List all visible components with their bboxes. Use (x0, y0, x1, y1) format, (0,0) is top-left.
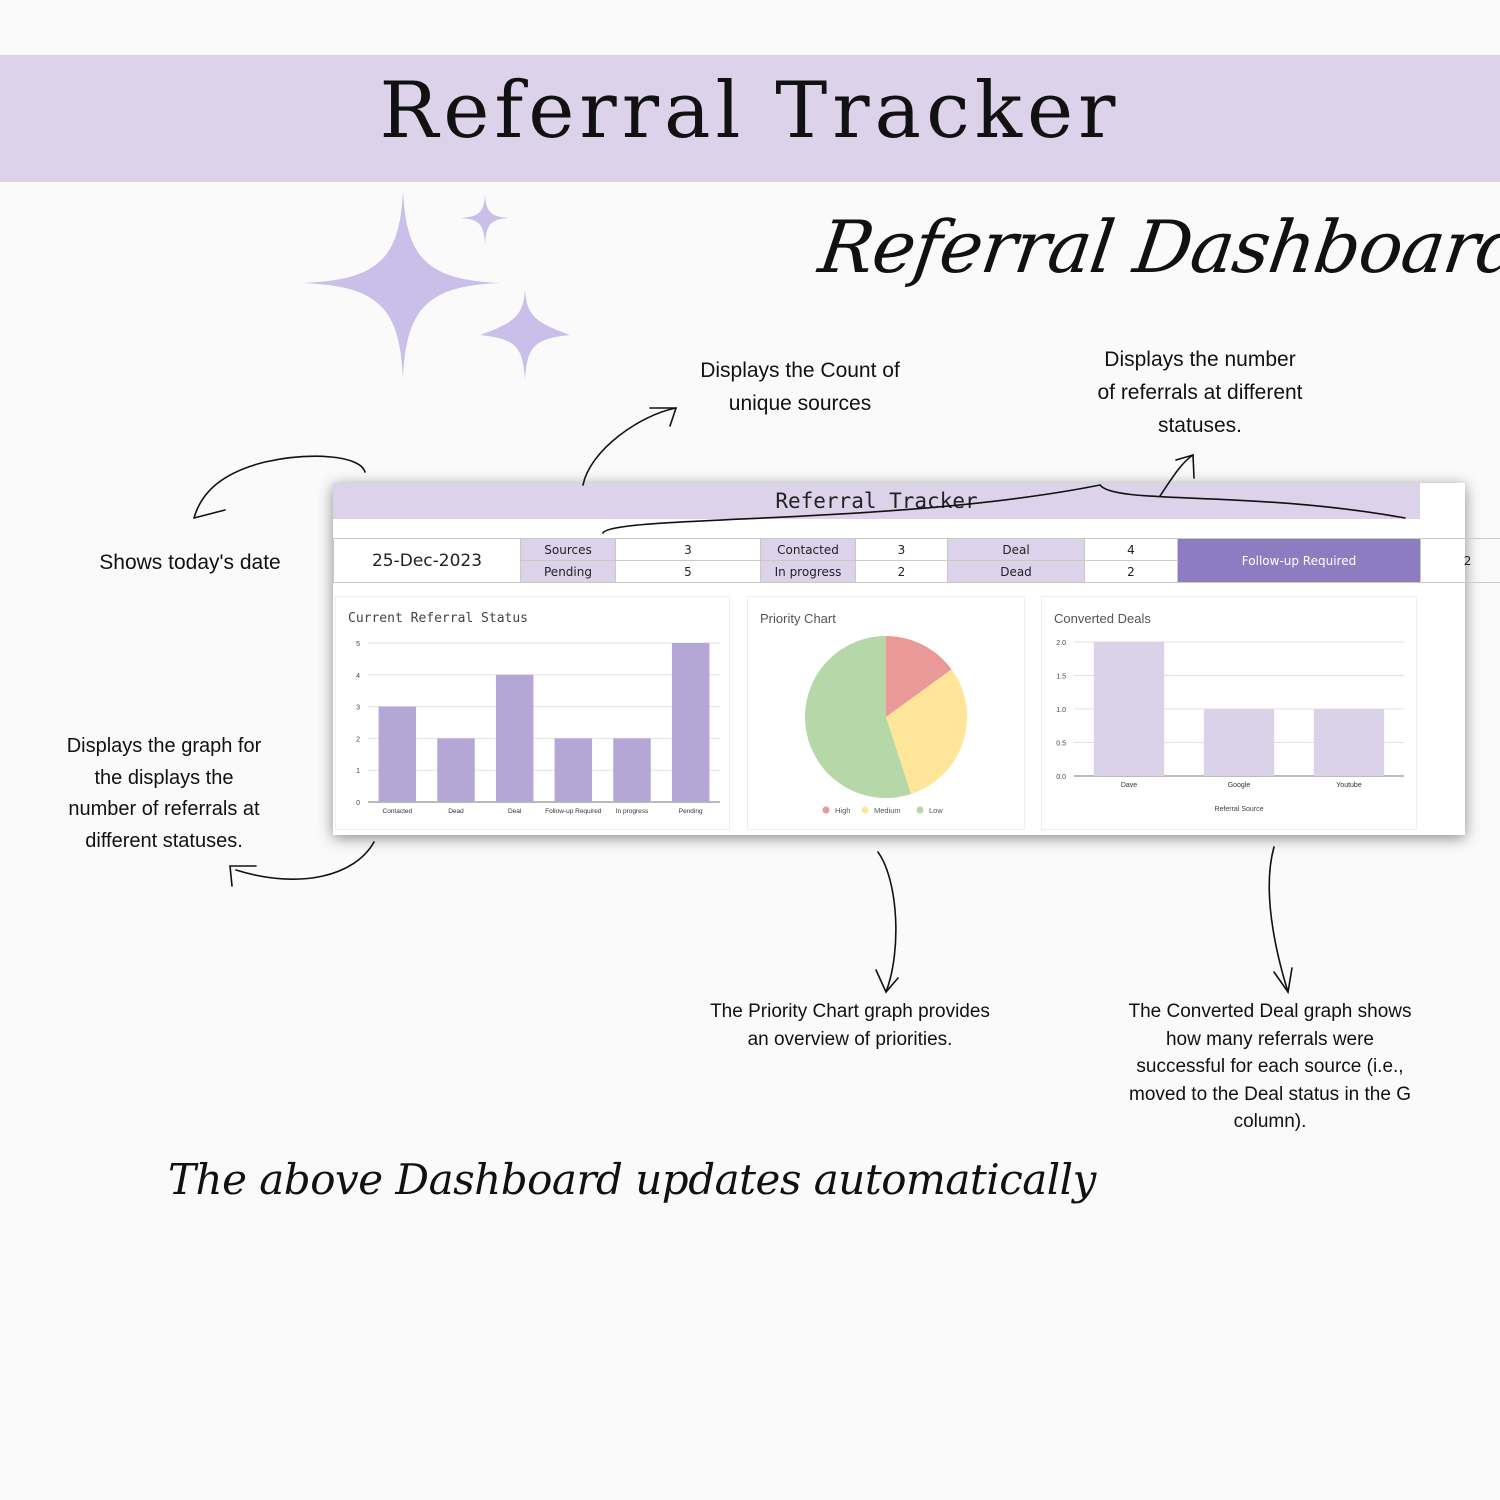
bar-dave (1093, 642, 1165, 776)
note-date: Shows today's date (99, 551, 281, 574)
contacted-value: 3 (855, 538, 948, 561)
bar-dead (437, 738, 475, 802)
arrow-to-statuses-head (1175, 453, 1195, 479)
sparkle-icon (303, 190, 570, 381)
y-tick-label: 2.0 (1056, 640, 1066, 647)
legend-label: Low (929, 806, 943, 815)
contacted-label: Contacted (760, 538, 856, 561)
page-title: Referral Tracker (379, 66, 1121, 156)
pending-label: Pending (520, 560, 616, 583)
dead-label: Dead (947, 560, 1085, 583)
auto-update-note: The above Dashboard updates automaticall… (168, 1155, 1096, 1204)
x-tick-label: Deal (508, 808, 522, 815)
x-tick-label: Dave (1121, 782, 1137, 789)
x-tick-label: Dead (448, 808, 464, 815)
arrow-to-converted-head (1273, 967, 1293, 995)
title-banner: Referral Tracker (0, 55, 1500, 182)
bar-pending (671, 643, 710, 802)
arrow-to-date-head (193, 509, 226, 519)
priority-chart-panel: Priority Chart High Medium Low (747, 596, 1025, 830)
y-tick-label: 1.0 (1056, 707, 1066, 714)
bar-youtube (1313, 709, 1385, 776)
converted-chart-title: Converted Deals (1054, 611, 1151, 626)
deal-value: 4 (1084, 538, 1178, 561)
y-tick-label: 0.5 (1056, 741, 1066, 748)
y-tick-label: 2 (356, 736, 360, 743)
legend-swatch (822, 806, 830, 814)
pending-value: 5 (615, 560, 761, 583)
dead-value: 2 (1084, 560, 1178, 583)
arrow-to-priority (877, 851, 897, 993)
legend-swatch (861, 806, 869, 814)
x-tick-label: Follow-up Required (545, 808, 602, 815)
dashboard-script-title: Referral Dashboard (814, 205, 1500, 289)
in-progress-label: In progress (760, 560, 856, 583)
legend-swatch (916, 806, 924, 814)
y-tick-label: 1.5 (1056, 674, 1066, 681)
y-tick-label: 0.0 (1056, 774, 1066, 781)
pie-slice-high (886, 636, 952, 717)
legend-label: High (835, 806, 850, 815)
bar-in-progress (613, 738, 651, 802)
x-axis-label: Referral Source (1214, 806, 1263, 813)
y-tick-label: 1 (356, 768, 360, 775)
legend-label: Medium (874, 806, 901, 815)
y-tick-label: 0 (356, 800, 360, 807)
in-progress-value: 2 (855, 560, 948, 583)
arrow-to-graph-head (229, 865, 257, 887)
y-tick-label: 4 (356, 673, 360, 680)
status-chart-title: Current Referral Status (348, 611, 529, 626)
arrow-to-priority-head (875, 969, 899, 994)
x-tick-label: Pending (679, 808, 703, 815)
bar-deal (495, 674, 534, 802)
x-tick-label: Youtube (1336, 782, 1362, 789)
y-tick-label: 3 (356, 705, 360, 712)
pie-slice-medium (886, 669, 967, 795)
dashboard-header: Referral Tracker (333, 483, 1420, 519)
dashboard-screenshot: Referral Tracker 25-Dec-2023 Sources 3 C… (333, 483, 1500, 835)
priority-pie-chart: High Medium Low (805, 636, 967, 815)
followup-value: 2 (1420, 538, 1500, 583)
deal-label: Deal (947, 538, 1085, 561)
bar-contacted (378, 706, 417, 802)
x-tick-label: Google (1228, 782, 1251, 789)
y-tick-label: 5 (356, 641, 360, 648)
sources-label: Sources (520, 538, 616, 561)
sources-value: 3 (615, 538, 761, 561)
pie-slice-low (805, 636, 912, 798)
followup-label: Follow-up Required (1176, 538, 1422, 583)
date-cell: 25-Dec-2023 (333, 538, 521, 583)
bar-follow-up-required (554, 738, 593, 802)
x-tick-label: Contacted (383, 808, 413, 815)
priority-chart-title: Priority Chart (760, 611, 836, 626)
arrow-to-converted (1268, 846, 1289, 993)
stats-table: 25-Dec-2023 Sources 3 Contacted 3 Deal 4… (333, 538, 1500, 583)
dashboard-title: Referral Tracker (775, 489, 978, 513)
bar-google (1203, 709, 1275, 776)
x-tick-label: In progress (616, 808, 649, 815)
